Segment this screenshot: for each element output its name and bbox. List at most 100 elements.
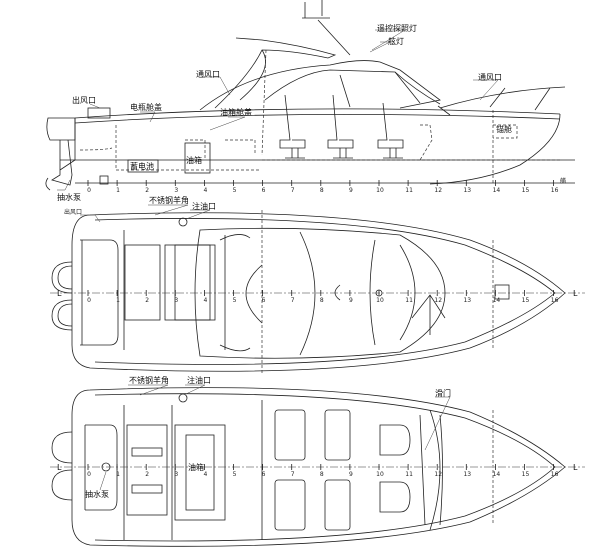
label-cleat: 不锈钢羊角 (149, 195, 189, 205)
label-exhaust-vent: 出风口 (64, 208, 82, 216)
sheer-line (74, 108, 561, 124)
hull-outline-upper (71, 212, 566, 372)
station-number: 16 (551, 297, 559, 304)
station-number: 2 (145, 471, 149, 478)
station-number: 3 (174, 471, 178, 478)
battery-box (127, 159, 159, 173)
cabin-top (199, 60, 441, 111)
station-number: 1 (116, 471, 120, 478)
station-number: 7 (291, 187, 295, 194)
station-number: 10 (376, 187, 384, 194)
label-ventilator: 通风口 (196, 69, 220, 79)
station-number: 14 (493, 187, 501, 194)
exhaust-vent-box (87, 107, 111, 119)
station-number: 13 (463, 297, 471, 304)
outboard-stbd (51, 299, 73, 331)
outboard-motor (45, 117, 76, 191)
station-number: 1 (116, 297, 120, 304)
label-fuel-tank: 油箱 (186, 155, 202, 165)
station-number: 10 (376, 471, 384, 478)
label-fuel-tank-lower: 油箱 (188, 462, 204, 472)
station-number: 12 (434, 471, 442, 478)
station-number: 5 (233, 187, 237, 194)
station-number: 2 (145, 187, 149, 194)
station-number: 8 (320, 471, 324, 478)
mast (302, 0, 351, 56)
grate (131, 447, 163, 457)
label-searchlight: 遥控探照灯 (377, 23, 417, 33)
station-number: 6 (262, 471, 266, 478)
label-cleat-lower: 不锈钢羊角 (129, 375, 169, 385)
hull-outline-lower (71, 387, 566, 547)
label-bilge-pump-lower: 抽水泵 (85, 489, 109, 499)
station-number: 16 (551, 187, 559, 194)
station-number: 14 (493, 297, 501, 304)
station-number: 7 (291, 297, 295, 304)
station-number: 12 (434, 187, 442, 194)
station-number: 7 (291, 471, 295, 478)
station-number: 8 (320, 187, 324, 194)
station-number: 14 (493, 471, 501, 478)
label-fuel-filler: 注油口 (192, 201, 216, 211)
station-number: 11 (405, 471, 413, 478)
station-number: 9 (349, 471, 353, 478)
fuel-tank-box (184, 142, 211, 174)
station-number: 11 (405, 187, 413, 194)
station-number: 4 (203, 297, 207, 304)
centerline-mark-right: L (573, 463, 578, 472)
station-number: 4 (203, 471, 207, 478)
station-number: 13 (463, 187, 471, 194)
centerline-mark-left: L (57, 463, 62, 472)
label-bilge-pump: 抽水泵 (57, 192, 81, 202)
label-sliding-door: 滑门 (435, 388, 451, 398)
station-number: 10 (376, 297, 384, 304)
cabin-top-plan (194, 227, 446, 359)
station-number: 2 (145, 297, 149, 304)
label-ventilator-bow: 通风口 (478, 72, 502, 82)
label-battery-hatch: 电瓶舱盖 (130, 102, 162, 112)
station-number: 0 (87, 471, 91, 478)
label-battery: 蓄电池 (130, 161, 154, 171)
station-number: 15 (522, 471, 530, 478)
fuel-tank-plan (185, 434, 215, 511)
station-number: 11 (405, 297, 413, 304)
label-anchor-locker: 锚舱 (496, 124, 512, 134)
station-number: 16 (551, 471, 559, 478)
label-station-end: 艏 (560, 177, 566, 185)
station-number: 0 (87, 187, 91, 194)
label-fuel-filler-lower: 注油口 (187, 375, 211, 385)
label-fuel-tank-hatch: 油箱舱盖 (220, 107, 252, 117)
label-mast-light: 舷灯 (388, 36, 404, 46)
passenger-seat (379, 481, 411, 513)
helm-seat (379, 424, 411, 456)
station-number: 15 (522, 187, 530, 194)
station-number: 3 (174, 187, 178, 194)
centerline-mark-right: L (573, 289, 578, 298)
station-number: 12 (434, 297, 442, 304)
fuel-filler (178, 217, 188, 227)
station-number: 5 (233, 297, 237, 304)
grate (131, 484, 163, 494)
bow-rail (437, 86, 566, 116)
station-number: 13 (463, 471, 471, 478)
seats (279, 94, 404, 159)
radar-arch (214, 37, 337, 109)
centerline-mark-left: L (57, 289, 62, 298)
station-number: 3 (174, 297, 178, 304)
station-number: 9 (349, 297, 353, 304)
station-number: 6 (262, 187, 266, 194)
station-number: 8 (320, 297, 324, 304)
label-exhaust-vent: 出风口 (72, 95, 96, 105)
station-number: 5 (233, 471, 237, 478)
station-number: 1 (116, 187, 120, 194)
settees (274, 409, 351, 531)
station-number: 0 (87, 297, 91, 304)
outboard-port (51, 261, 73, 294)
